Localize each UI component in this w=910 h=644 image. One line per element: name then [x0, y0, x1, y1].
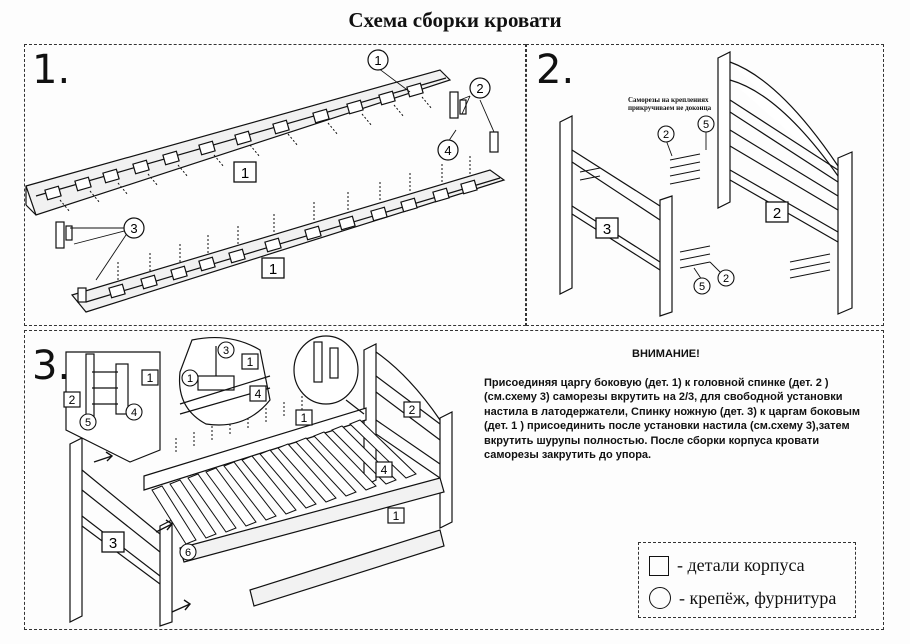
- head-board: [717, 51, 853, 315]
- legend-row-parts: - детали корпуса: [649, 555, 805, 576]
- part-label-text: 2: [773, 205, 781, 222]
- circle-symbol-icon: [649, 587, 671, 609]
- brackets-step1: [55, 91, 499, 303]
- part-label: 4: [375, 461, 393, 478]
- callout-lines-step1: [70, 67, 495, 281]
- callout-text: 1: [187, 373, 193, 385]
- part-label-text: 3: [603, 221, 611, 238]
- callout-circles: 1 2 3 4 2 5 5 2 5 4 3 1 6: [79, 49, 735, 561]
- part-label-text: 1: [301, 411, 308, 425]
- callout-text: 2: [663, 129, 669, 141]
- callout-text: 4: [444, 143, 451, 158]
- callout-text: 2: [723, 273, 729, 285]
- part-label: 1: [241, 353, 259, 370]
- arrows-step3: [93, 451, 192, 613]
- callout-circle: 4: [437, 139, 459, 161]
- callout-text: 3: [130, 221, 137, 236]
- part-label: 1: [261, 257, 285, 279]
- part-label: 1: [295, 409, 313, 426]
- callout-circle: 2: [657, 125, 675, 143]
- part-label-text: 1: [247, 355, 254, 369]
- part-label-text: 1: [241, 165, 249, 182]
- part-label-text: 2: [409, 403, 416, 417]
- callout-circle: 3: [123, 217, 145, 239]
- page-title: Схема сборки кровати: [348, 8, 562, 32]
- part-label: 1: [387, 507, 405, 524]
- screws-step1: [59, 96, 471, 282]
- callout-circle: 5: [79, 413, 97, 431]
- foot-board: [559, 115, 673, 317]
- part-label-text: 1: [393, 509, 400, 523]
- step2-number: 2.: [536, 47, 575, 93]
- part-label: 2: [765, 201, 789, 223]
- legend-box: - детали корпуса - крепёж, фурнитура: [638, 542, 856, 618]
- callout-circle: 2: [717, 269, 735, 287]
- callout-circle: 1: [367, 49, 389, 71]
- step1-panel: [24, 44, 526, 326]
- part-label: 3: [101, 531, 125, 553]
- callout-circle: 6: [179, 543, 197, 561]
- step3-panel: [24, 330, 884, 630]
- callout-circle: 5: [693, 277, 711, 295]
- part-label: 2: [63, 391, 81, 408]
- detail-bubble-left: [65, 351, 161, 463]
- part-label: 4: [249, 385, 267, 402]
- part-label-text: 4: [381, 463, 388, 477]
- detail-bubble-right: [293, 335, 365, 415]
- step2-screw-note: Саморезы на креплениях прикручиваем не д…: [628, 96, 712, 112]
- part-label-text: 1: [147, 371, 154, 385]
- attention-heading: ВНИМАНИЕ!: [632, 348, 700, 360]
- legend-parts-label: - детали корпуса: [677, 555, 805, 575]
- callout-text: 6: [185, 547, 191, 559]
- callout-circle: 1: [181, 369, 199, 387]
- part-label-text: 2: [69, 393, 76, 407]
- part-labels: 1 1 3 2 1 2 3 1 4 4 1 1 2: [63, 161, 789, 553]
- callout-text: 2: [476, 81, 483, 96]
- callout-text: 4: [131, 407, 137, 419]
- part-label: 1: [233, 161, 257, 183]
- attention-text: Присоединяя царгу боковую (дет. 1) к гол…: [484, 377, 860, 462]
- callout-text: 5: [703, 119, 709, 131]
- square-symbol-icon: [649, 555, 669, 576]
- callout-text: 3: [223, 345, 229, 357]
- part-label: 2: [403, 401, 421, 418]
- legend-row-hardware: - крепёж, фурнитура: [649, 587, 836, 609]
- slat-holders-upper: [44, 82, 424, 201]
- callout-circle: 4: [125, 403, 143, 421]
- legend-hardware-label: - крепёж, фурнитура: [679, 587, 837, 608]
- part-label: 3: [595, 217, 619, 239]
- step3-number: 3.: [32, 343, 71, 389]
- slat-holders-lower: [108, 179, 478, 299]
- callout-circle: 3: [217, 341, 235, 359]
- callout-text: 5: [699, 281, 705, 293]
- callout-text: 5: [85, 417, 91, 429]
- part-label-text: 1: [269, 261, 277, 278]
- callout-text: 1: [374, 53, 381, 68]
- part-label-text: 3: [109, 535, 117, 552]
- callout-circle: 2: [469, 77, 491, 99]
- step2-panel: [526, 44, 884, 326]
- part-label: 1: [141, 369, 159, 386]
- callout-circle: 5: [697, 115, 715, 133]
- screws-step2: [579, 153, 831, 279]
- part-label-text: 4: [255, 387, 262, 401]
- step1-number: 1.: [32, 47, 71, 93]
